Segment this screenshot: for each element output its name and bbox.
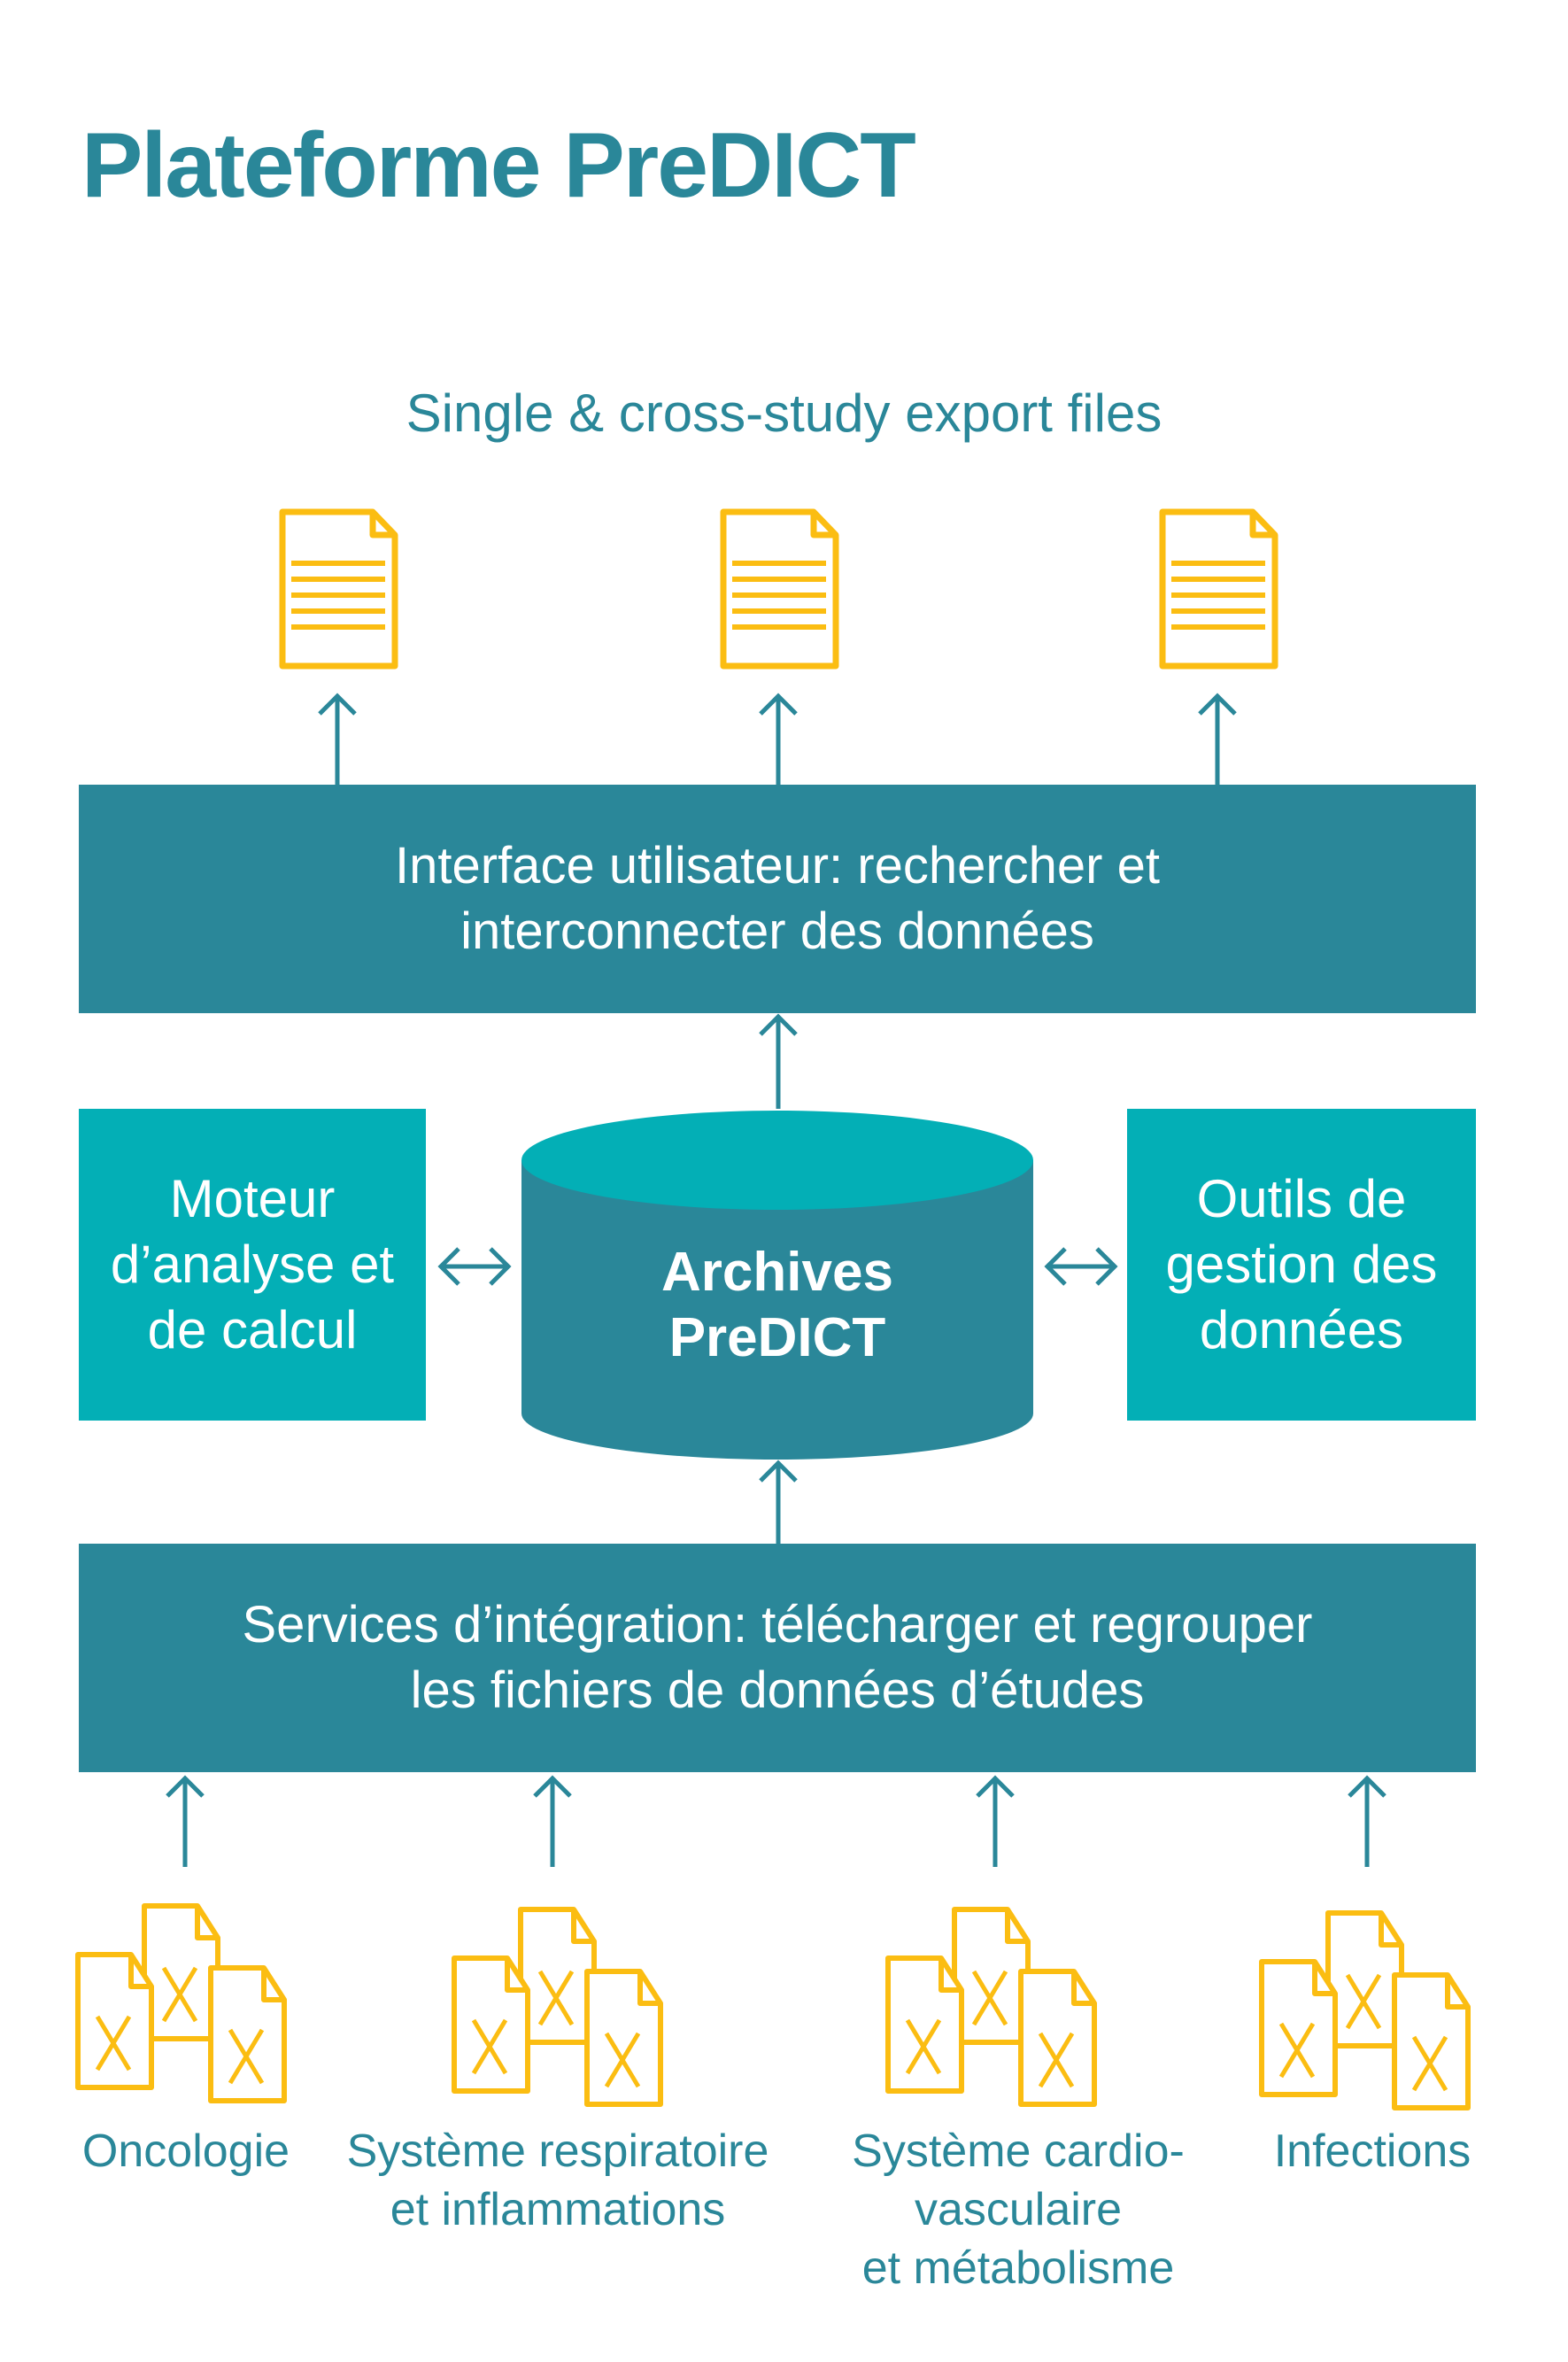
arrow-up-icon xyxy=(761,696,796,785)
source-label-respiratory: Système respiratoire et inflammations xyxy=(319,2122,797,2239)
document-icon xyxy=(282,512,395,666)
arrow-up-icon xyxy=(535,1778,570,1867)
spreadsheet-files-icon xyxy=(888,1909,1094,2104)
source-label-line: Infections xyxy=(1273,2126,1471,2177)
spreadsheet-files-icon xyxy=(78,1906,284,2101)
bidirectional-arrow-icon xyxy=(1047,1249,1115,1284)
source-label-oncology: Oncologie xyxy=(71,2122,301,2180)
source-label-infections: Infections xyxy=(1240,2122,1505,2180)
user-interface-line: Interface utilisateur: rechercher et xyxy=(395,837,1160,894)
archives-line: Archives xyxy=(661,1242,893,1303)
analysis-engine-line: Moteur xyxy=(169,1169,336,1228)
user-interface-box: Interface utilisateur: rechercher et int… xyxy=(79,785,1476,1013)
archives-label: Archives PreDICT xyxy=(521,1240,1033,1371)
data-tools-line: Outils de xyxy=(1196,1169,1407,1228)
source-label-line: et métabolisme xyxy=(861,2242,1175,2294)
arrow-up-icon xyxy=(759,1460,798,1544)
archives-line: PreDICT xyxy=(668,1307,886,1368)
arrow-up-icon xyxy=(1200,696,1235,785)
integration-line: les fichiers de données d’études xyxy=(410,1661,1145,1719)
arrow-up-icon xyxy=(320,696,355,785)
source-label-line: Système cardio- xyxy=(852,2126,1185,2177)
data-tools-box: Outils de gestion des données xyxy=(1127,1109,1476,1421)
data-tools-line: gestion des xyxy=(1165,1235,1438,1294)
page-title: Plateforme PreDICT xyxy=(81,114,916,217)
source-label-line: vasculaire xyxy=(914,2184,1123,2235)
integration-services-box: Services d’intégration: télécharger et r… xyxy=(79,1544,1476,1772)
arrow-up-icon xyxy=(1349,1778,1385,1867)
analysis-engine-line: de calcul xyxy=(147,1300,358,1359)
source-label-line: et inflammations xyxy=(390,2184,726,2235)
source-label-line: Oncologie xyxy=(81,2126,290,2177)
arrow-up-icon xyxy=(977,1778,1013,1867)
integration-line: Services d’intégration: télécharger et r… xyxy=(242,1596,1313,1653)
document-icon xyxy=(1162,512,1275,666)
analysis-engine-line: d’analyse et xyxy=(110,1235,395,1294)
source-label-line: Système respiratoire xyxy=(346,2126,769,2177)
document-icon xyxy=(723,512,836,666)
arrow-up-icon xyxy=(167,1778,203,1867)
export-files-heading: Single & cross-study export files xyxy=(406,383,1162,443)
spreadsheet-files-icon xyxy=(1262,1913,1468,2108)
user-interface-line: interconnecter des données xyxy=(460,902,1094,960)
bidirectional-arrow-icon xyxy=(441,1249,508,1284)
arrow-up-icon xyxy=(759,1013,798,1109)
data-tools-line: données xyxy=(1199,1300,1404,1359)
analysis-engine-box: Moteur d’analyse et de calcul xyxy=(79,1109,426,1421)
spreadsheet-files-icon xyxy=(454,1909,660,2104)
source-label-cardiovascular: Système cardio- vasculaire et métabolism… xyxy=(797,2122,1240,2297)
database-cylinder-icon xyxy=(521,1111,1033,1460)
